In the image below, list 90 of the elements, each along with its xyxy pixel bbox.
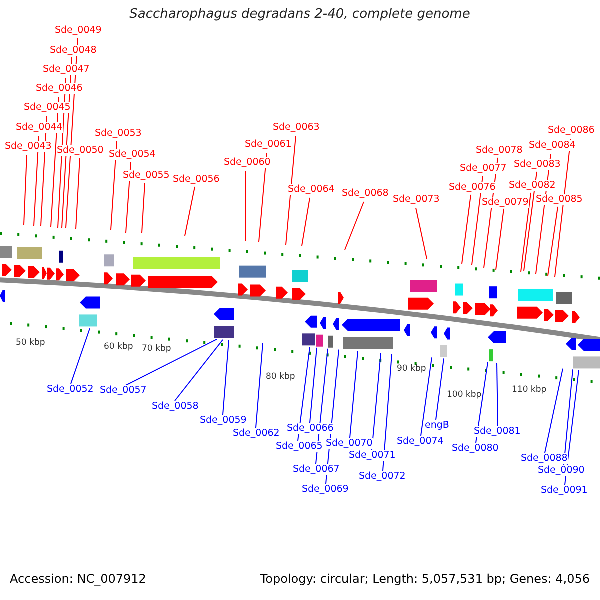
gene-label: Sde_0047 xyxy=(43,64,90,75)
leader-line xyxy=(126,162,132,234)
leader-line xyxy=(184,186,196,236)
gene-label: Sde_0055 xyxy=(123,170,170,181)
leader-line xyxy=(256,342,264,428)
gene-label: Sde_0072 xyxy=(359,471,406,482)
scale-label: 90 kbp xyxy=(397,364,426,375)
gene-label: Sde_0066 xyxy=(287,423,334,434)
leader-line xyxy=(110,140,118,230)
gene-label: Sde_0061 xyxy=(245,139,292,150)
gene-label: Sde_0049 xyxy=(55,25,102,36)
leader-line xyxy=(258,152,268,242)
gene-label: Sde_0077 xyxy=(460,163,507,174)
leader-line xyxy=(496,362,498,426)
gene-label: Sde_0070 xyxy=(326,438,373,449)
gene-label: Sde_0078 xyxy=(476,145,523,156)
leader-line xyxy=(174,339,224,402)
scale-label: 110 kbp xyxy=(512,385,547,396)
gene-label: Sde_0050 xyxy=(57,145,104,156)
scale-label: 70 kbp xyxy=(142,344,172,355)
gene-label: Sde_0084 xyxy=(529,140,576,151)
gene-label: Sde_0082 xyxy=(509,180,556,191)
gene-label: Sde_0052 xyxy=(47,384,94,395)
gene-label: Sde_0088 xyxy=(521,453,568,464)
gene-label: Sde_0091 xyxy=(541,485,588,496)
leader-line xyxy=(462,194,472,264)
gene-label: Sde_0065 xyxy=(276,441,323,452)
leader-line xyxy=(472,176,484,266)
leader-line xyxy=(548,206,558,276)
leader-line xyxy=(544,368,564,454)
leader-line xyxy=(564,370,580,486)
leader-line xyxy=(142,182,146,234)
scale-label: 50 kbp xyxy=(16,338,46,349)
title: Saccharophagus degradans 2-40, complete genome xyxy=(128,9,472,20)
gene-label: Sde_0085 xyxy=(536,194,583,205)
gene-label: Sde_0073 xyxy=(393,194,440,205)
gene-label: Sde_0056 xyxy=(173,174,220,185)
gene-label: Sde_0053 xyxy=(95,128,142,139)
leader-line xyxy=(520,192,532,272)
gene-label: Sde_0090 xyxy=(538,465,585,476)
gene-label: Sde_0045 xyxy=(24,102,71,113)
gene-label: Sde_0063 xyxy=(273,122,320,133)
gene-label: Sde_0083 xyxy=(514,159,561,170)
gene-label: Sde_0069 xyxy=(302,484,349,495)
gene-label: Sde_0080 xyxy=(452,443,499,454)
gene-label: Sde_0058 xyxy=(152,401,199,412)
scale-label: 100 kbp xyxy=(447,390,482,401)
leader-line xyxy=(350,350,358,438)
gene-label: Sde_0044 xyxy=(16,122,63,133)
genome-stats-text: Topology: circular; Length: 5,057,531 bp; Genes: 4,056 xyxy=(260,574,590,585)
gene-label: Sde_0064 xyxy=(288,184,335,195)
gene-label: Sde_0062 xyxy=(233,428,280,439)
gene-label: Sde_0086 xyxy=(548,125,595,136)
leader-line xyxy=(564,369,574,466)
leader-line xyxy=(34,136,40,226)
gene-label: Sde_0059 xyxy=(200,415,247,426)
gene-label: Sde_0048 xyxy=(50,45,97,56)
gene-label: Sde_0081 xyxy=(474,426,521,437)
gene-label: Sde_0079 xyxy=(482,197,529,208)
leader-line xyxy=(524,172,538,272)
leader-line xyxy=(436,358,444,420)
gene-label: Sde_0054 xyxy=(109,149,156,160)
accession-text: Accession: NC_007912 xyxy=(10,574,146,585)
gene-label: Sde_0060 xyxy=(224,157,271,168)
leader-line xyxy=(298,346,310,442)
leader-line xyxy=(76,158,80,230)
leader-line xyxy=(496,208,504,270)
leader-line xyxy=(420,357,432,436)
leader-line xyxy=(302,198,310,246)
leader-line xyxy=(222,340,230,416)
gene-label: Sde_0068 xyxy=(342,188,389,199)
gene-label: Sde_0067 xyxy=(293,464,340,475)
leader-line xyxy=(382,354,392,472)
gene-label: Sde_0043 xyxy=(5,141,52,152)
leader-line xyxy=(286,136,296,246)
gene-label: Sde_0074 xyxy=(397,436,444,447)
gene-label: Sde_0071 xyxy=(349,450,396,461)
scale-label: 60 kbp xyxy=(104,342,134,353)
gene-label: Sde_0057 xyxy=(100,385,147,396)
leader-line xyxy=(476,362,488,444)
gene-label: engB xyxy=(425,420,450,431)
leader-line xyxy=(24,154,28,226)
leader-line xyxy=(416,208,428,260)
leader-line xyxy=(310,347,318,424)
leader-line xyxy=(344,202,364,250)
leader-line xyxy=(70,328,90,384)
gene-label: Sde_0076 xyxy=(449,182,496,193)
gene-label: Sde_0046 xyxy=(36,83,83,94)
scale-label: 80 kbp xyxy=(266,372,296,383)
leader-line xyxy=(372,352,382,450)
